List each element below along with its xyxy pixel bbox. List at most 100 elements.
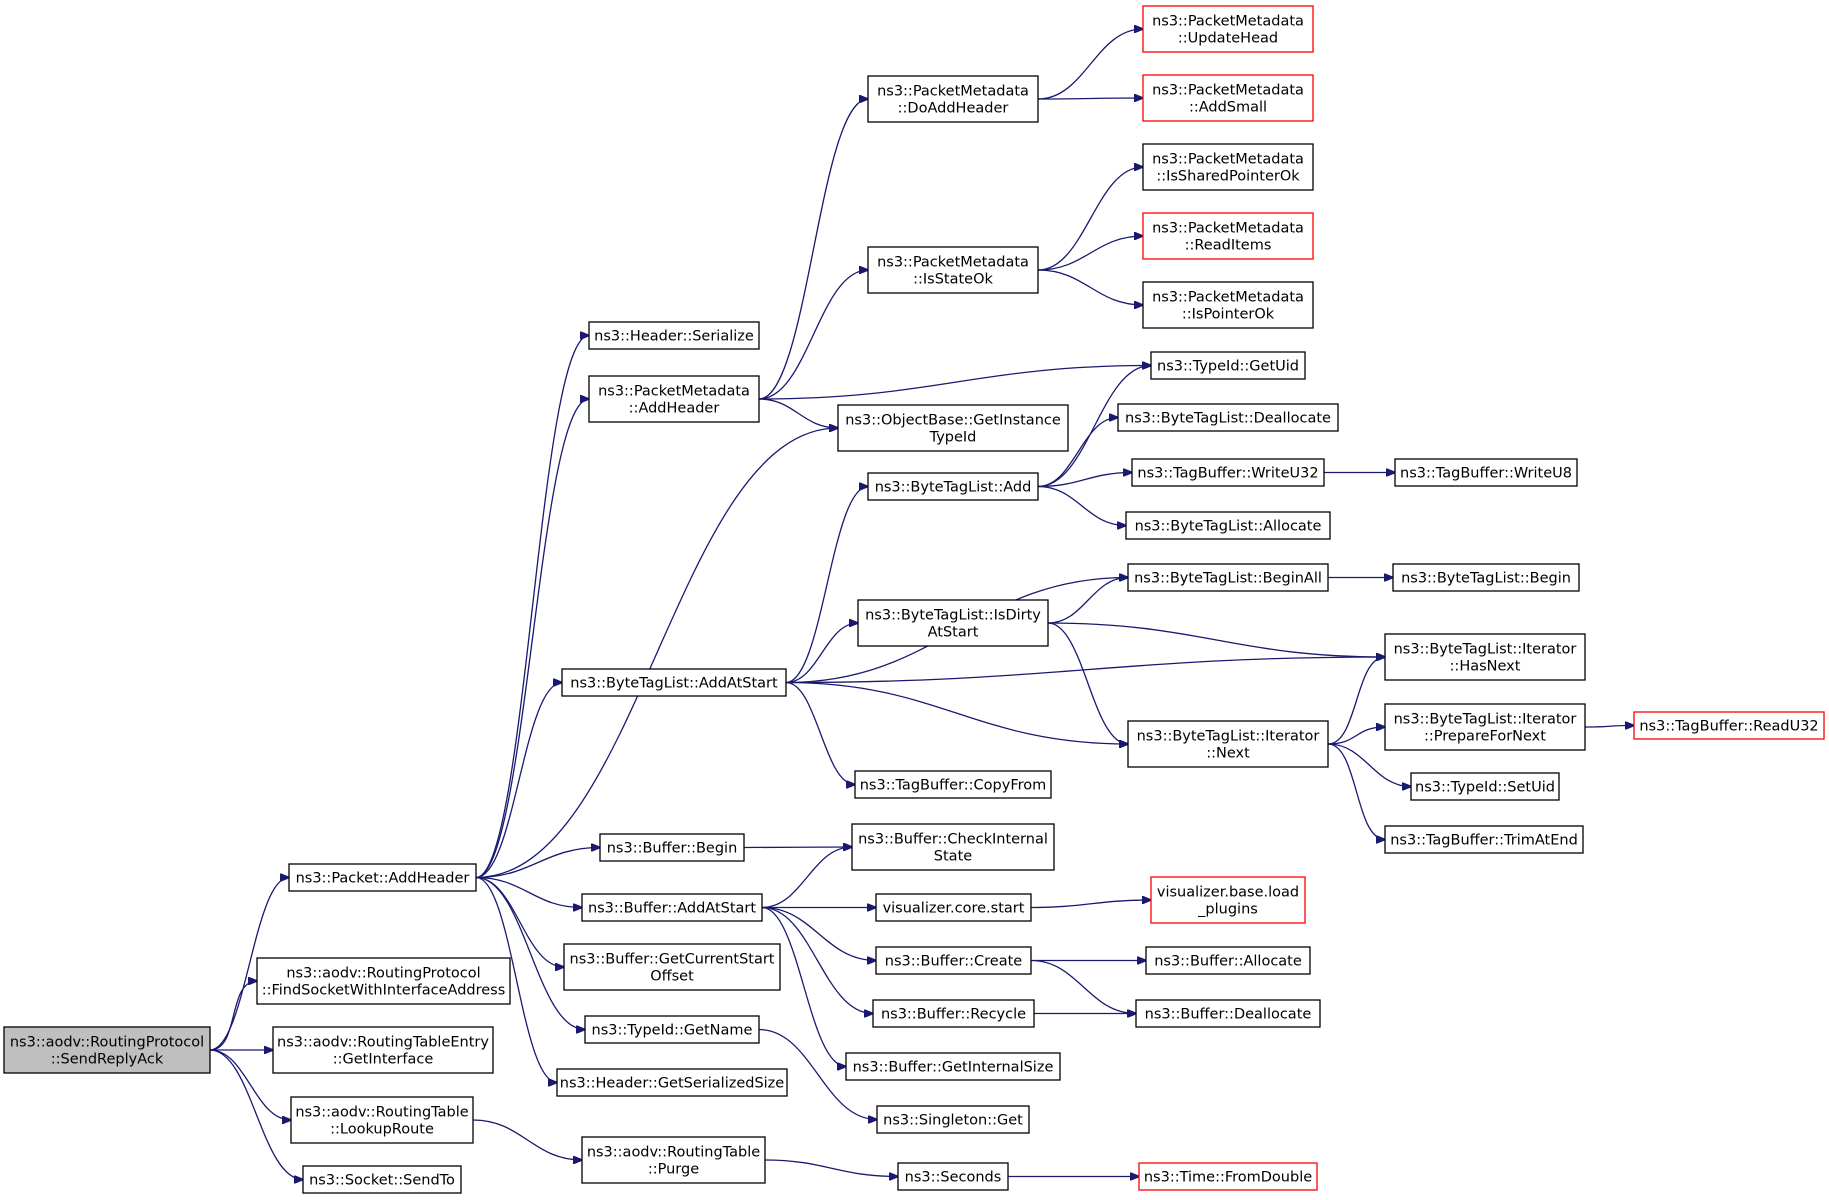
node-label: ns3::PacketMetadata — [1152, 14, 1304, 30]
edge-lookup-route-to-rt-purge — [472, 1119, 582, 1160]
node-type-id-set-uid[interactable]: ns3::TypeId::SetUid — [1410, 772, 1560, 801]
node-pm-add-small[interactable]: ns3::PacketMetadata::AddSmall — [1142, 74, 1314, 122]
node-label: ns3::Buffer::Deallocate — [1145, 1007, 1312, 1023]
node-label: ::GetInterface — [333, 1052, 434, 1068]
node-seconds[interactable]: ns3::Seconds — [897, 1162, 1009, 1191]
node-box — [875, 946, 1032, 975]
node-lookup-route[interactable]: ns3::aodv::RoutingTable::LookupRoute — [290, 1096, 474, 1144]
edge-btl-iter-prepare-for-next-to-tb-read-u32 — [1584, 726, 1634, 728]
node-type-id-get-name[interactable]: ns3::TypeId::GetName — [584, 1015, 760, 1044]
node-box — [272, 1026, 494, 1074]
node-box — [599, 833, 745, 862]
node-send-to[interactable]: ns3::Socket::SendTo — [302, 1165, 462, 1194]
node-pm-is-state-ok[interactable]: ns3::PacketMetadata::IsStateOk — [867, 246, 1039, 294]
node-pm-add-header[interactable]: ns3::PacketMetadata::AddHeader — [588, 375, 760, 423]
node-btl-begin-all[interactable]: ns3::ByteTagList::BeginAll — [1127, 563, 1329, 592]
node-rt-purge[interactable]: ns3::aodv::RoutingTable::Purge — [581, 1136, 766, 1184]
node-tb-write-u8[interactable]: ns3::TagBuffer::WriteU8 — [1394, 458, 1578, 487]
node-box — [1150, 876, 1306, 924]
node-btl-allocate[interactable]: ns3::ByteTagList::Allocate — [1125, 511, 1331, 540]
node-buffer-create[interactable]: ns3::Buffer::Create — [875, 946, 1032, 975]
node-find-socket[interactable]: ns3::aodv::RoutingProtocol::FindSocketWi… — [256, 957, 511, 1005]
node-buffer-deallocate[interactable]: ns3::Buffer::Deallocate — [1135, 999, 1321, 1028]
node-box — [581, 893, 763, 922]
node-label: ns3::PacketMetadata — [1152, 83, 1304, 99]
node-label: ns3::PacketMetadata — [1152, 290, 1304, 306]
node-root[interactable]: ns3::aodv::RoutingProtocol::SendReplyAck — [3, 1026, 211, 1074]
node-label: ::HasNext — [1450, 659, 1521, 675]
node-pm-update-head[interactable]: ns3::PacketMetadata::UpdateHead — [1142, 5, 1314, 53]
node-box — [3, 1026, 211, 1074]
node-buffer-begin[interactable]: ns3::Buffer::Begin — [599, 833, 745, 862]
edge-add-header-to-pm-add-header — [475, 399, 589, 879]
node-label: ::PrepareForNext — [1424, 729, 1546, 745]
node-time-from-double[interactable]: ns3::Time::FromDouble — [1138, 1162, 1318, 1191]
node-buffer-get-internal-size[interactable]: ns3::Buffer::GetInternalSize — [845, 1052, 1061, 1081]
node-buffer-allocate[interactable]: ns3::Buffer::Allocate — [1145, 946, 1311, 975]
edge-pm-do-add-header-to-pm-update-head — [1037, 29, 1143, 100]
node-box — [588, 375, 760, 423]
edge-rt-purge-to-seconds — [764, 1159, 898, 1177]
edge-btl-iter-next-to-btl-iter-has-next — [1327, 657, 1385, 745]
node-singleton-get[interactable]: ns3::Singleton::Get — [876, 1105, 1030, 1134]
node-viz-base-load-plugins[interactable]: visualizer.base.load_plugins — [1150, 876, 1306, 924]
node-btl-add-at-start[interactable]: ns3::ByteTagList::AddAtStart — [561, 668, 787, 697]
node-btl-iter-has-next[interactable]: ns3::ByteTagList::Iterator::HasNext — [1384, 633, 1586, 681]
edge-buffer-add-at-start-to-buffer-get-internal-size — [761, 906, 846, 1067]
node-type-id-get-uid[interactable]: ns3::TypeId::GetUid — [1150, 351, 1306, 380]
node-tb-trim-at-end[interactable]: ns3::TagBuffer::TrimAtEnd — [1384, 825, 1584, 854]
node-pm-is-pointer-ok[interactable]: ns3::PacketMetadata::IsPointerOk — [1142, 281, 1314, 329]
node-tb-read-u32[interactable]: ns3::TagBuffer::ReadU32 — [1633, 711, 1825, 740]
node-pm-do-add-header[interactable]: ns3::PacketMetadata::DoAddHeader — [867, 75, 1039, 123]
node-btl-add[interactable]: ns3::ByteTagList::Add — [867, 472, 1039, 501]
node-box — [256, 957, 511, 1005]
node-label: ns3::Buffer::Begin — [607, 841, 738, 857]
node-box — [1125, 511, 1331, 540]
node-label: ns3::ByteTagList::Allocate — [1135, 519, 1322, 535]
node-label: ns3::PacketMetadata — [1152, 152, 1304, 168]
node-label: State — [934, 849, 972, 865]
node-box — [584, 1015, 760, 1044]
node-btl-begin[interactable]: ns3::ByteTagList::Begin — [1392, 563, 1580, 592]
edge-add-header-to-obj-get-instance-type-id — [475, 428, 838, 879]
node-box — [1384, 825, 1584, 854]
node-box — [588, 321, 760, 350]
node-label: ns3::PacketMetadata — [598, 384, 750, 400]
node-btl-iter-next[interactable]: ns3::ByteTagList::Iterator::Next — [1127, 720, 1329, 768]
node-label: ::AddSmall — [1189, 100, 1267, 116]
node-label: ns3::Header::GetSerializedSize — [560, 1076, 785, 1092]
node-buffer-add-at-start[interactable]: ns3::Buffer::AddAtStart — [581, 893, 763, 922]
node-box — [897, 1162, 1009, 1191]
node-label: ns3::Buffer::AddAtStart — [588, 901, 756, 917]
node-btl-deallocate[interactable]: ns3::ByteTagList::Deallocate — [1117, 403, 1339, 432]
node-pm-read-items[interactable]: ns3::PacketMetadata::ReadItems — [1142, 212, 1314, 260]
node-tb-write-u32[interactable]: ns3::TagBuffer::WriteU32 — [1131, 458, 1325, 487]
node-tb-copy-from[interactable]: ns3::TagBuffer::CopyFrom — [854, 770, 1052, 799]
node-label: ns3::Socket::SendTo — [309, 1173, 455, 1189]
edge-pm-is-state-ok-to-pm-is-shared-pointer-ok — [1037, 167, 1143, 271]
node-box — [1142, 212, 1314, 260]
edge-btl-add-at-start-to-btl-is-dirty-at-start — [785, 623, 858, 684]
node-header-get-serialized-size[interactable]: ns3::Header::GetSerializedSize — [556, 1068, 788, 1097]
edge-btl-is-dirty-at-start-to-btl-iter-has-next — [1047, 622, 1385, 657]
node-header-serialize[interactable]: ns3::Header::Serialize — [588, 321, 760, 350]
node-get-interface[interactable]: ns3::aodv::RoutingTableEntry::GetInterfa… — [272, 1026, 494, 1074]
node-box — [1117, 403, 1339, 432]
node-buffer-recycle[interactable]: ns3::Buffer::Recycle — [872, 999, 1035, 1028]
edge-btl-is-dirty-at-start-to-btl-iter-next — [1047, 622, 1128, 744]
node-label: ns3::TagBuffer::WriteU32 — [1137, 466, 1318, 482]
node-viz-core-start[interactable]: visualizer.core.start — [875, 893, 1032, 922]
node-add-header[interactable]: ns3::Packet::AddHeader — [288, 863, 477, 892]
node-pm-is-shared-pointer-ok[interactable]: ns3::PacketMetadata::IsSharedPointerOk — [1142, 143, 1314, 191]
node-label: ::FindSocketWithInterfaceAddress — [262, 983, 506, 999]
node-box — [1142, 143, 1314, 191]
node-box — [857, 599, 1049, 647]
edge-btl-is-dirty-at-start-to-btl-begin-all — [1047, 578, 1128, 624]
node-btl-iter-prepare-for-next[interactable]: ns3::ByteTagList::Iterator::PrepareForNe… — [1384, 703, 1586, 751]
node-label: ns3::Packet::AddHeader — [296, 871, 470, 887]
